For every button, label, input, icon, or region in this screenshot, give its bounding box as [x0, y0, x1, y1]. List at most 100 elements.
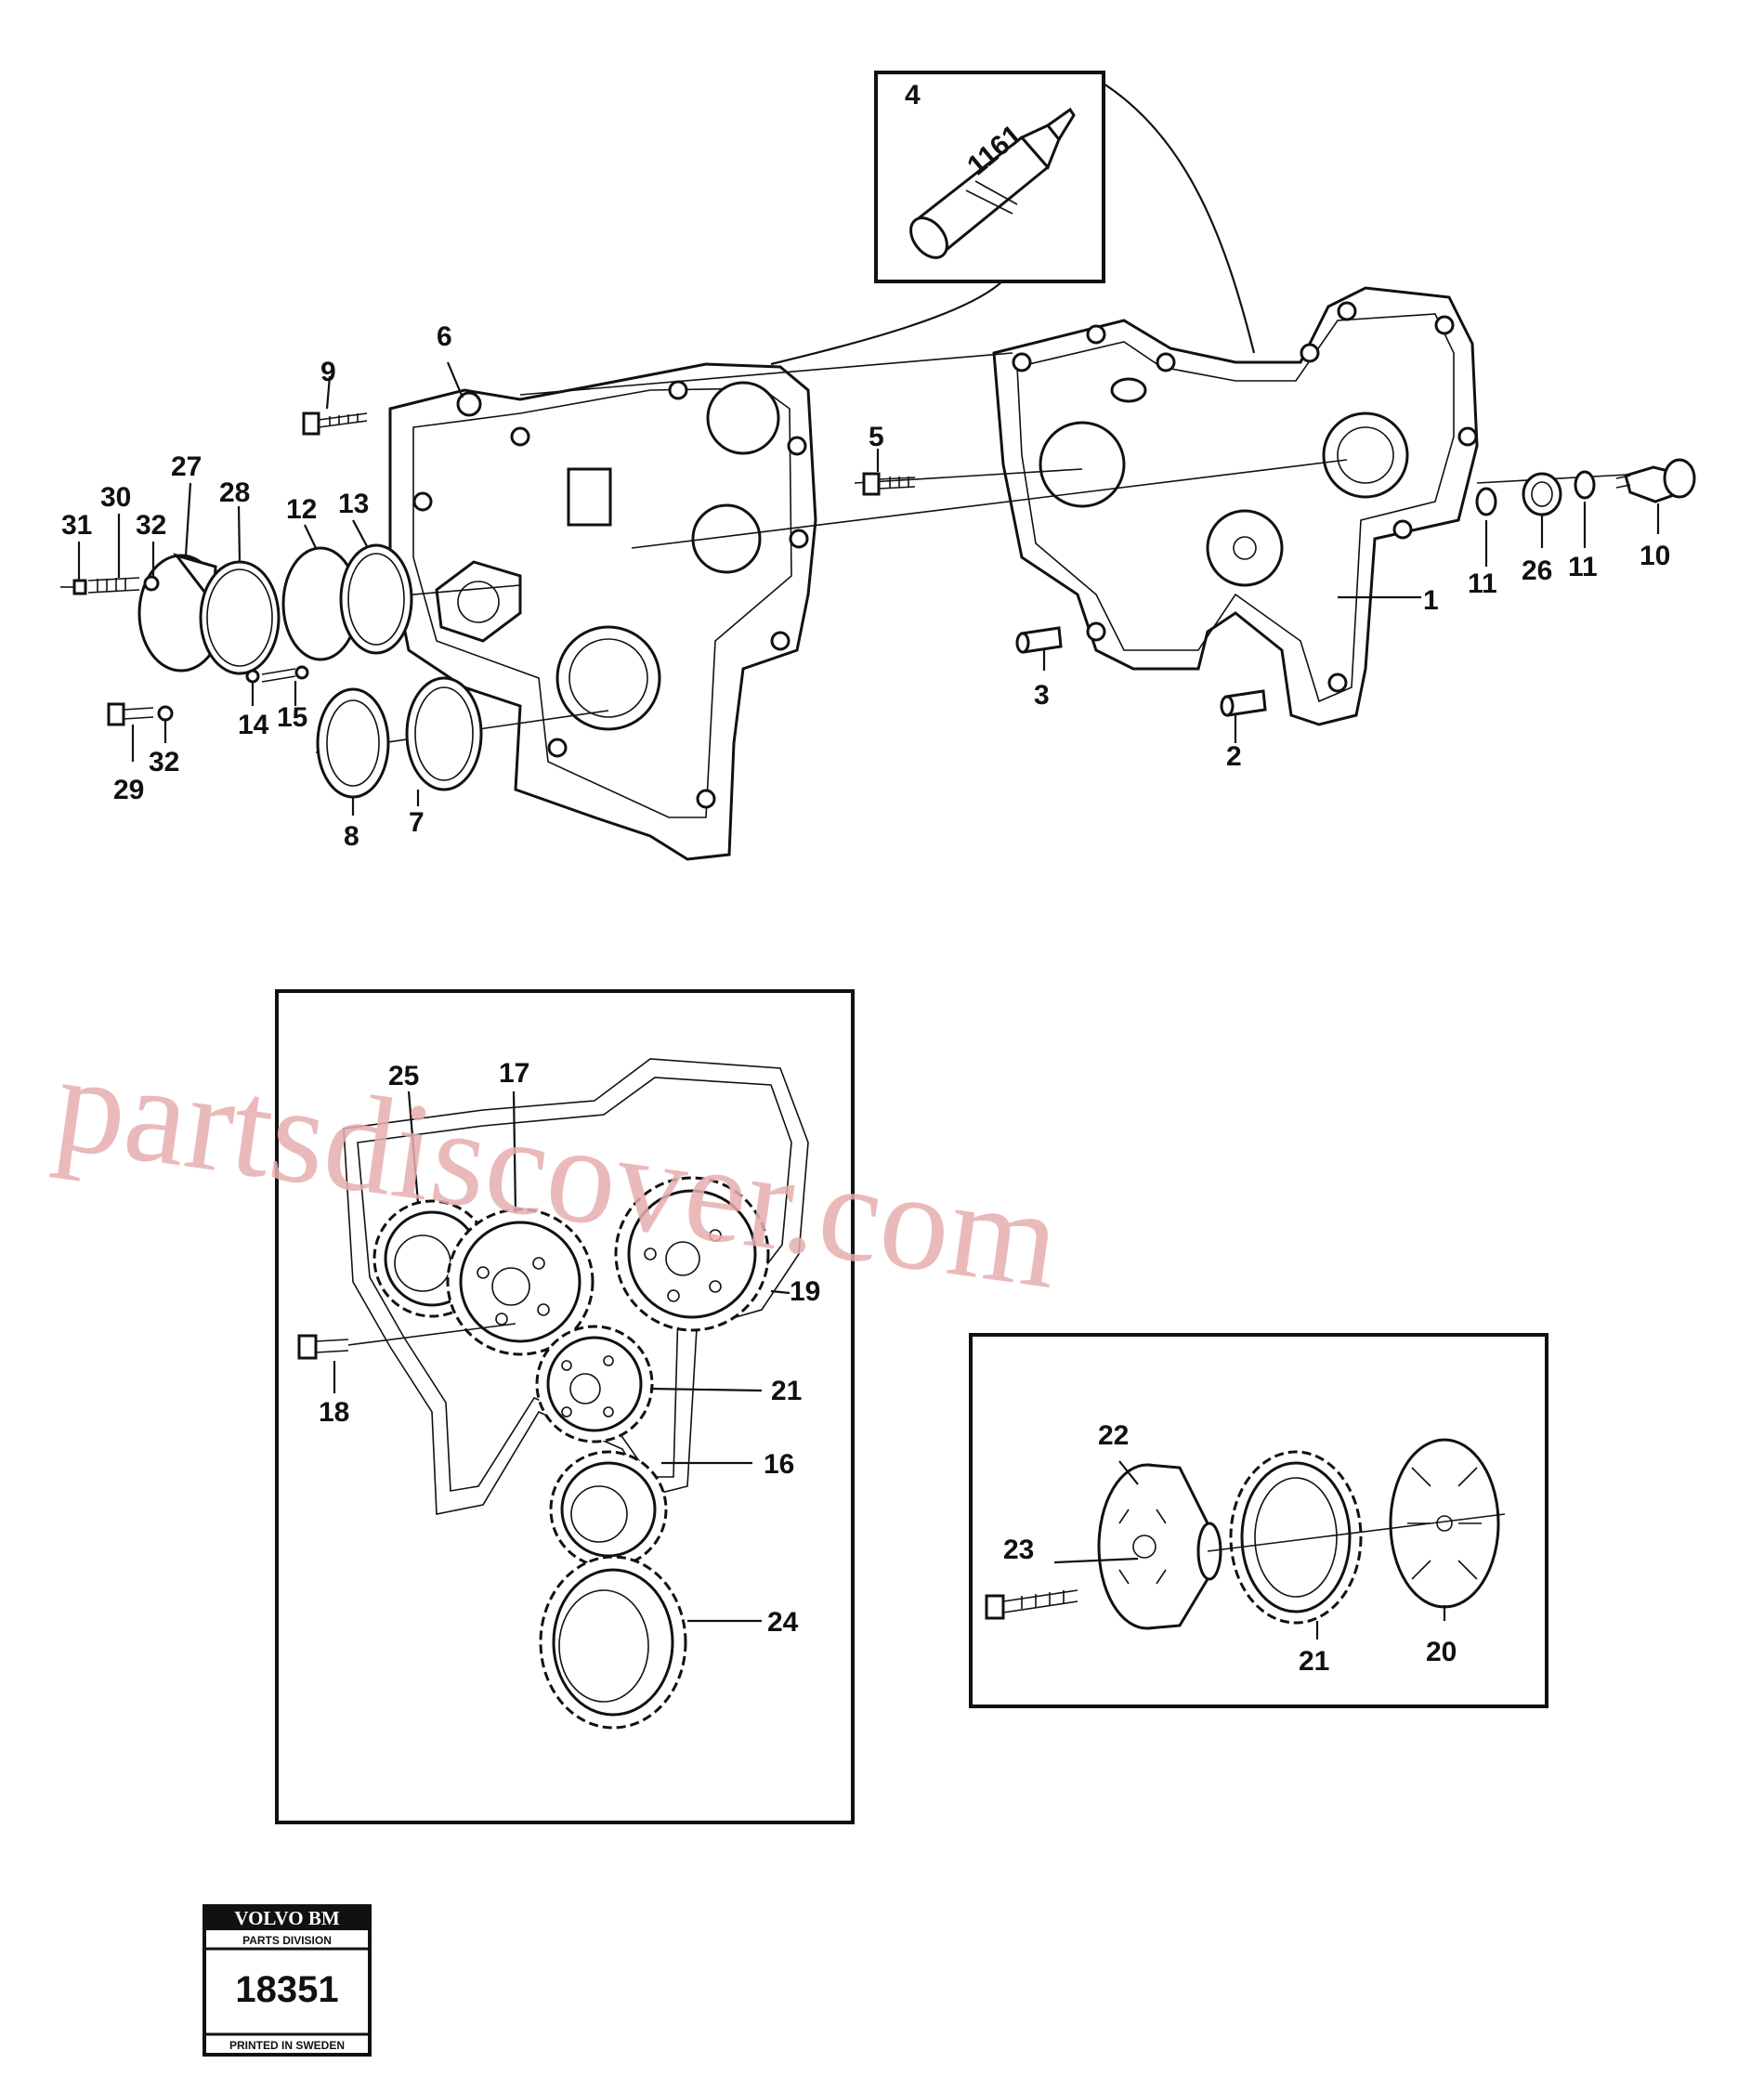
callout-31: 31 [61, 510, 92, 541]
leader-25 [407, 1091, 420, 1204]
cover-bore-middle [691, 503, 762, 574]
leader-12 [304, 524, 317, 549]
callout-25: 25 [388, 1061, 419, 1091]
callout-14: 14 [238, 710, 269, 740]
cover-bore-top [706, 381, 780, 455]
align-line-5 [1476, 473, 1645, 484]
callout-27: 27 [171, 451, 202, 482]
hub-22 [1097, 1463, 1222, 1630]
callout-2: 2 [1226, 741, 1242, 772]
callout-8: 8 [344, 821, 359, 852]
callout-11-right: 11 [1568, 552, 1598, 582]
screw-15 [261, 665, 309, 683]
callout-19: 19 [790, 1276, 820, 1307]
bolt-18 [297, 1334, 349, 1360]
leader-19 [770, 1289, 791, 1295]
bolt-5 [862, 472, 916, 496]
callout-24: 24 [767, 1607, 799, 1638]
gear-train-housing-outline [343, 1058, 809, 1515]
callout-15: 15 [277, 702, 307, 733]
washer-32-top [143, 575, 160, 592]
align-bolt-18 [347, 1323, 516, 1346]
stamp-division: PARTS DIVISION [242, 1934, 332, 1947]
callout-22: 22 [1098, 1420, 1129, 1451]
callout-21-idler: 21 [1299, 1646, 1329, 1677]
cover-bore-lower [555, 625, 661, 731]
callout-32-bottom: 32 [149, 747, 179, 777]
housing-bore-lower [1206, 509, 1284, 587]
callout-1: 1 [1423, 585, 1439, 616]
cover-flange [435, 560, 522, 643]
gear-19 [614, 1176, 770, 1332]
screw-29 [107, 702, 154, 726]
callout-7: 7 [409, 807, 425, 838]
callout-23: 23 [1003, 1535, 1034, 1565]
screw-31 [60, 579, 87, 595]
seal-26 [1522, 472, 1562, 516]
bolt-23 [985, 1589, 1078, 1620]
callout-18: 18 [319, 1397, 349, 1428]
align-idler [1207, 1513, 1506, 1552]
gear-21-train [535, 1325, 654, 1443]
leader-6 [446, 361, 464, 398]
leader-22 [1118, 1460, 1139, 1485]
housing-bore-right [1322, 411, 1409, 499]
align-line-6 [854, 468, 1083, 484]
leader-21-train [649, 1387, 763, 1392]
cover-window [567, 467, 612, 527]
housing-bore-left [1039, 421, 1126, 508]
callout-13: 13 [338, 489, 369, 519]
sealant-tube-icon [909, 107, 1076, 259]
callout-16: 16 [764, 1449, 794, 1480]
callout-30: 30 [100, 482, 131, 513]
callout-29: 29 [113, 775, 144, 805]
gasket-13 [339, 543, 413, 655]
gear-24 [539, 1555, 687, 1730]
leader-9 [325, 375, 332, 410]
seal-8 [316, 687, 390, 799]
callout-9: 9 [320, 357, 336, 387]
callout-17: 17 [499, 1058, 529, 1089]
idler-gear-inset-frame [969, 1333, 1548, 1708]
washer-20 [1389, 1438, 1500, 1609]
gear-17 [446, 1208, 595, 1356]
callout-21-train: 21 [771, 1376, 802, 1406]
callout-4: 4 [905, 80, 921, 111]
callout-26: 26 [1522, 555, 1552, 586]
gear-train-inset-frame [275, 989, 855, 1824]
seal-7 [405, 676, 483, 791]
callout-5: 5 [869, 422, 884, 452]
callout-10: 10 [1640, 541, 1670, 571]
o-ring-11-left [1475, 487, 1497, 516]
gear-21-idler [1229, 1450, 1363, 1625]
o-ring-11-right [1574, 470, 1596, 500]
leader-17 [512, 1091, 517, 1213]
callout-32-top: 32 [136, 510, 166, 541]
leader-23 [1053, 1557, 1139, 1564]
washer-32-bottom [157, 705, 174, 722]
align-line-2 [631, 459, 1348, 549]
stud-30 [87, 577, 140, 594]
callout-11-left: 11 [1468, 568, 1497, 599]
callout-6: 6 [437, 321, 452, 352]
volvo-bm-stamp: VOLVO BM PARTS DIVISION 18351 PRINTED IN… [203, 1904, 372, 2057]
sealant-inset-frame [874, 71, 1105, 283]
leader-27 [184, 482, 192, 556]
callout-28: 28 [219, 477, 250, 508]
bolt-9 [302, 411, 368, 436]
timing-gear-housing [992, 286, 1479, 726]
gasket-28 [199, 560, 281, 675]
dowel-2 [1220, 689, 1267, 717]
callout-20: 20 [1426, 1637, 1457, 1667]
leader-13 [352, 519, 368, 547]
stamp-brand: VOLVO BM [234, 1907, 339, 1929]
stamp-number: 18351 [235, 1969, 338, 2010]
stamp-printed: PRINTED IN SWEDEN [229, 2039, 345, 2052]
washer-14 [245, 669, 260, 684]
leader-28 [237, 505, 242, 563]
align-line-1 [519, 352, 1013, 396]
sensor-10 [1615, 458, 1696, 503]
gear-16 [549, 1450, 668, 1569]
